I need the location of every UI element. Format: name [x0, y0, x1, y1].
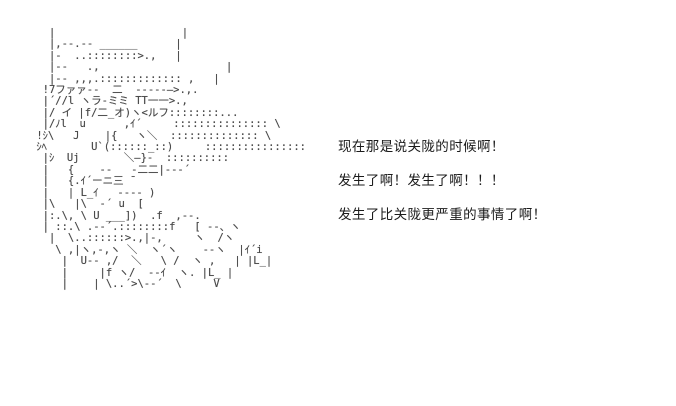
- ascii-art-character: | | |,--.-- ______ | |- ..::::::::>., | …: [36, 27, 307, 290]
- dialogue-line-3: 发生了比关陇更严重的事情了啊！: [338, 207, 547, 223]
- dialogue-block: 现在那是说关陇的时候啊！ 发生了啊！发生了啊！！！ 发生了比关陇更严重的事情了啊…: [338, 140, 638, 223]
- dialogue-line-2: 发生了啊！发生了啊！！！: [338, 173, 505, 189]
- dialogue-line-1: 现在那是说关陇的时候啊！: [338, 139, 505, 155]
